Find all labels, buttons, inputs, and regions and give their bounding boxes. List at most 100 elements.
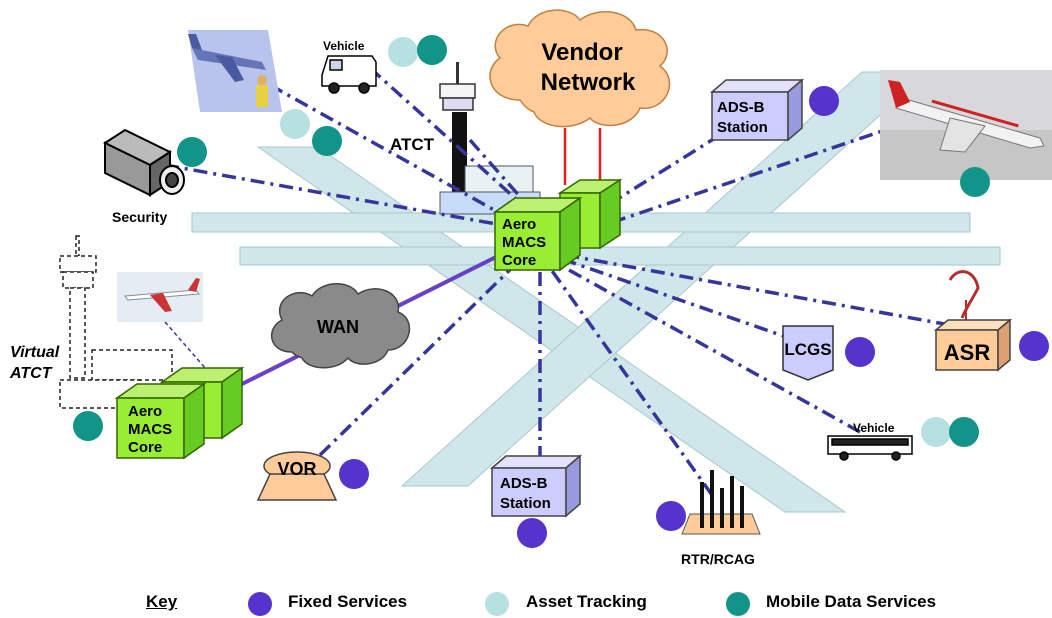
asr-label: ASR [944,340,991,365]
mobile-dot-aircraft-ne [960,167,990,197]
fixed-dot-asr [1019,331,1049,361]
adsb-bottom-side [565,454,581,518]
core-virtual-label-3: Core [128,439,162,456]
core-virtual-back-side [221,366,243,440]
virtual-atct-label-1: Virtual [10,344,60,361]
aeromacs-core-virtual: Aero MACS Core [114,366,245,460]
mobile-dot-virtual-atct [73,411,103,441]
mobile-dot-vehicle-top [417,35,447,65]
van-window [329,59,343,71]
link-security [164,163,531,232]
adsb-bottom-label-2: Station [500,495,551,512]
adsb-bottom-label-1: ADS-B [500,475,548,492]
runways [191,71,1001,513]
fixed-dot-adsb-top [809,86,839,116]
core-virtual-label-2: MACS [128,421,172,438]
runway-horizontal-b [239,246,1001,266]
asr-box-side [997,318,1011,372]
legend-label-fixed: Fixed Services [288,592,408,611]
fixed-dot-rtr [656,501,686,531]
legend-dot-fixed [248,592,272,616]
atct-cab [439,83,476,99]
asr-antenna [948,270,980,319]
adsb-top-label-1: ADS-B [717,99,765,116]
groundcrew-aircraft-wing [215,55,244,82]
asset-tracking-dots [280,37,951,447]
atct-base [464,165,534,195]
vatct-base [91,349,173,381]
atct-tower: ATCT [390,62,541,215]
vehicle-top-icon [321,55,377,94]
aircraft-photo-ne [880,70,1052,180]
lcgs-label: LCGS [784,340,831,359]
vor-label: VOR [277,459,316,479]
security-camera-icon [102,128,185,197]
vehicle-top-label: Vehicle [323,39,365,53]
bus-windows [831,438,909,446]
wan-cloud: WAN [270,283,411,369]
link-lcgs [564,258,796,342]
lcgs-shape [782,325,834,381]
vatct-cab [59,255,97,273]
bus-wheel-front [839,451,849,461]
vendor-cloud-shape [489,9,671,128]
adsb-bottom-top [489,455,583,469]
van-wheel-rear [358,82,370,94]
vehicle-right-label: Vehicle [853,421,895,435]
vatct-shaft [69,287,86,379]
core-main-label-1: Aero [502,216,536,233]
vatct-antenna [75,235,80,257]
atct-label: ATCT [390,135,435,154]
core-main-back-side [599,178,621,250]
aircraft-photo-wing [939,117,986,153]
groundcrew-person-body [256,85,268,107]
virtual-aircraft-image [117,272,203,322]
vatct-cab-windows [62,271,94,289]
adsb-station-bottom: ADS-B Station [489,454,583,518]
virtual-aircraft-tail [188,278,200,292]
asr-radar: ASR [933,270,1013,372]
aircraft-photo-stripe [931,99,1019,128]
vor-base [256,473,338,501]
wan-label: WAN [317,317,359,337]
link-aircraft-nw [269,83,531,232]
vendor-network-cloud: Vendor Network [489,9,671,128]
fixed-dot-vor [339,459,369,489]
rtr-masts [700,470,744,528]
camera-lens-inner [165,172,179,188]
asset-dot-groundcrew [280,109,310,139]
fixed-dot-lcgs [845,337,875,367]
rtr-label: RTR/RCAG [681,551,755,567]
vendor-links [563,128,602,185]
legend-label-asset: Asset Tracking [526,592,647,611]
vendor-network-label-line2: Network [541,69,636,96]
lcgs-box: LCGS [782,325,834,381]
asset-dot-vehicle-right [921,417,951,447]
atct-shaft [452,112,467,192]
groundcrew-aircraft-tail [188,34,202,50]
core-main-front-face [494,211,561,271]
wan-cloud-shape [270,283,411,369]
legend-title: Key [146,592,178,611]
adsb-top-top [709,79,805,93]
adsb-station-top: ADS-B Station [709,78,805,142]
core-virtual-label-1: Aero [128,403,162,420]
security-label: Security [112,209,167,225]
fixed-dot-adsb-bottom [517,518,547,548]
mobile-data-dots [73,35,990,447]
vendor-network-label-line1: Vendor [541,39,622,66]
adsb-top-side [787,78,803,142]
legend-dot-mobile [726,592,750,616]
core-virtual-front-side [183,382,205,460]
core-main-label-2: MACS [502,234,546,251]
network-links [164,66,951,497]
legend-dot-asset [485,592,509,616]
link-asr [564,253,951,327]
aircraft-photo-tail [888,80,910,108]
core-virtual-front-face [116,397,185,459]
link-vor [318,258,522,457]
bus-wheel-rear [891,451,901,461]
vehicle-right-icon [827,435,913,461]
rtr-rcag-antennas [681,470,761,535]
